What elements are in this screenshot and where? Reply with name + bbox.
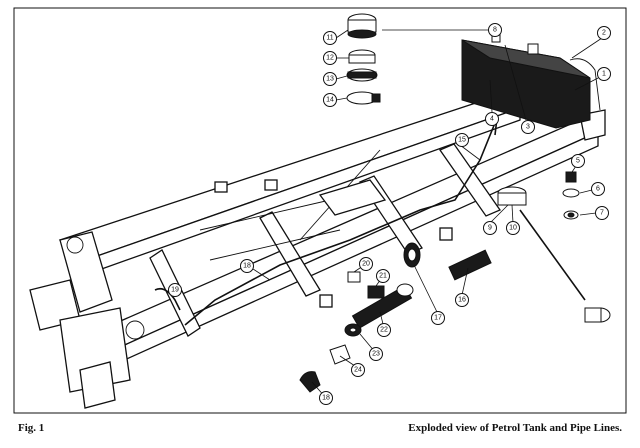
diagram-border bbox=[13, 7, 627, 414]
svg-text:3: 3 bbox=[526, 124, 530, 131]
callout-17: 17 bbox=[431, 311, 445, 325]
svg-text:18: 18 bbox=[322, 395, 330, 402]
figure-caption: Exploded view of Petrol Tank and Pipe Li… bbox=[408, 422, 622, 434]
svg-text:10: 10 bbox=[509, 225, 517, 232]
svg-text:24: 24 bbox=[354, 367, 362, 374]
callout-18-upper: 18 bbox=[240, 259, 254, 273]
callout-5: 5 bbox=[571, 154, 585, 168]
pump-filter-unit bbox=[403, 242, 492, 281]
callout-3: 3 bbox=[521, 120, 535, 134]
callout-13: 13 bbox=[323, 72, 337, 86]
svg-text:12: 12 bbox=[326, 55, 334, 62]
callout-24: 24 bbox=[351, 363, 365, 377]
svg-text:2: 2 bbox=[602, 30, 606, 37]
svg-text:22: 22 bbox=[380, 327, 388, 334]
svg-text:4: 4 bbox=[490, 116, 494, 123]
callout-15: 15 bbox=[455, 133, 469, 147]
callout-1: 1 bbox=[597, 67, 611, 81]
drain-plug-fittings bbox=[562, 171, 580, 220]
callout-8: 8 bbox=[488, 23, 502, 37]
callout-14: 14 bbox=[323, 93, 337, 107]
svg-text:11: 11 bbox=[326, 35, 333, 42]
svg-text:16: 16 bbox=[458, 297, 466, 304]
gauge-float-assembly bbox=[497, 186, 611, 323]
callout-10: 10 bbox=[506, 221, 520, 235]
callout-19: 19 bbox=[168, 283, 182, 297]
filler-cap-assembly bbox=[346, 13, 381, 105]
callout-23: 23 bbox=[369, 347, 383, 361]
callout-21: 21 bbox=[376, 269, 390, 283]
svg-text:6: 6 bbox=[596, 186, 600, 193]
svg-text:19: 19 bbox=[171, 287, 179, 294]
callout-11: 11 bbox=[323, 31, 337, 45]
svg-text:13: 13 bbox=[326, 76, 334, 83]
callout-18: 18 bbox=[319, 391, 333, 405]
svg-text:20: 20 bbox=[362, 261, 370, 268]
svg-text:21: 21 bbox=[379, 273, 387, 280]
callout-22: 22 bbox=[377, 323, 391, 337]
chassis-frame bbox=[29, 94, 606, 409]
callout-6: 6 bbox=[591, 182, 605, 196]
svg-text:7: 7 bbox=[600, 210, 604, 217]
callout-9: 9 bbox=[483, 221, 497, 235]
svg-text:5: 5 bbox=[576, 158, 580, 165]
svg-text:17: 17 bbox=[434, 315, 442, 322]
callout-2: 2 bbox=[597, 26, 611, 40]
svg-text:14: 14 bbox=[326, 97, 334, 104]
callout-4: 4 bbox=[485, 112, 499, 126]
callout-7: 7 bbox=[595, 206, 609, 220]
figure-label: Fig. 1 bbox=[18, 422, 45, 434]
svg-text:1: 1 bbox=[602, 71, 606, 78]
svg-text:23: 23 bbox=[372, 351, 380, 358]
union-fittings bbox=[299, 271, 414, 393]
callout-labels: 1 2 3 4 5 6 7 8 9 10 11 12 13 14 15 16 1… bbox=[168, 23, 611, 405]
petrol-tank bbox=[461, 29, 601, 129]
callout-16: 16 bbox=[455, 293, 469, 307]
svg-text:15: 15 bbox=[458, 137, 466, 144]
svg-text:9: 9 bbox=[488, 225, 492, 232]
callout-20: 20 bbox=[359, 257, 373, 271]
svg-text:8: 8 bbox=[493, 27, 497, 34]
callout-12: 12 bbox=[323, 51, 337, 65]
svg-text:18: 18 bbox=[243, 263, 251, 270]
